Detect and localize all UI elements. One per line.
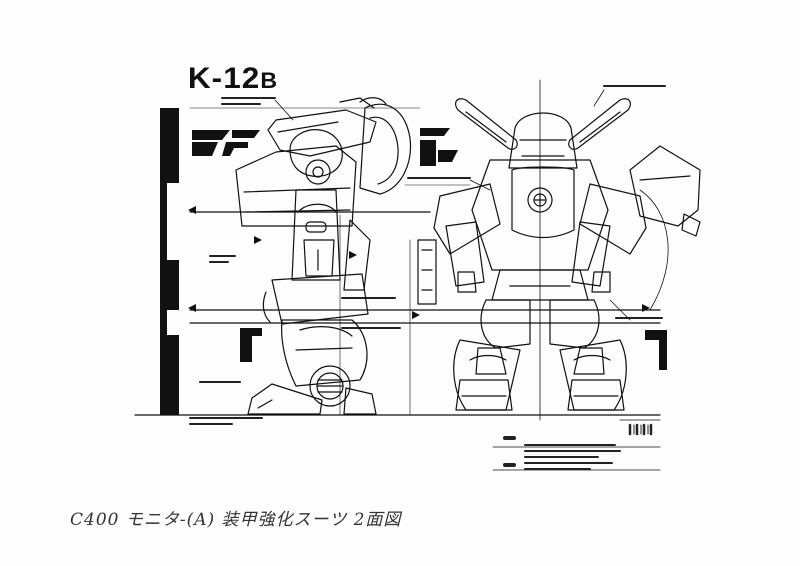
model-variant: B — [260, 68, 279, 93]
model-code: K-12 — [187, 62, 261, 95]
front-view — [417, 98, 701, 411]
panel-marks — [188, 128, 667, 370]
callout-lines — [274, 89, 669, 321]
scale-bar — [160, 108, 179, 415]
model-title: K-12B — [188, 62, 278, 96]
annotations — [189, 85, 666, 470]
side-view — [235, 97, 412, 415]
sheet-caption: C400 モニタ-(A) 装甲強化スーツ 2面図 — [70, 510, 402, 530]
